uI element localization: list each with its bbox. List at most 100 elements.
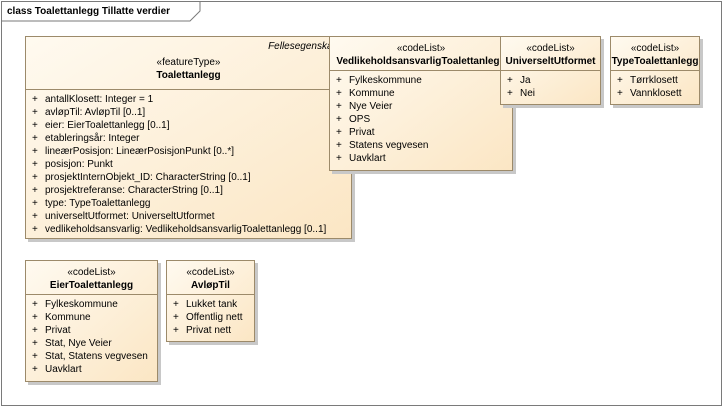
attribute-list: + Fylkeskommune + Kommune + Nye Veier+OPS+Pri… <box>330 71 512 165</box>
attribute-label: Kommune <box>45 312 91 323</box>
visibility-public-icon: + <box>336 140 342 151</box>
attribute-label: prosjektreferanse: CharacterString [0..1… <box>45 185 223 196</box>
visibility-public-icon: + <box>32 120 38 131</box>
visibility-public-icon: + <box>32 211 38 222</box>
attribute-label: Privat <box>45 325 71 336</box>
class-stereotype: «featureType» <box>156 57 221 68</box>
attribute-item: +OPS <box>336 113 512 126</box>
attribute-item: + prosjektreferanse: CharacterString [0..… <box>32 184 351 197</box>
attribute-item: + type: TypeToalettanlegg <box>32 197 351 210</box>
visibility-public-icon: + <box>336 114 342 125</box>
attribute-label: Privat nett <box>186 325 232 336</box>
attribute-label: Vannklosett <box>630 88 682 99</box>
attribute-item: + Nei <box>507 87 600 100</box>
attribute-label: Stat, Statens vegvesen <box>45 351 148 362</box>
visibility-public-icon: + <box>32 107 38 118</box>
attribute-item: + eier: EierToalettanlegg [0..1] <box>32 119 351 132</box>
frame-title: class Toalettanlegg Tillatte verdier <box>7 6 171 17</box>
attribute-item: + Stat, Statens vegvesen <box>32 350 157 363</box>
visibility-public-icon: + <box>32 224 38 235</box>
visibility-public-icon: + <box>32 299 38 310</box>
attribute-item: +prosjektInternObjekt_ID: CharacterStrin… <box>32 171 351 184</box>
attribute-label: antallKlosett: Integer = 1 <box>45 94 154 105</box>
attribute-label: Fylkeskommune <box>45 299 118 310</box>
attribute-item: + Stat, Nye Veier <box>32 337 157 350</box>
visibility-public-icon: + <box>32 133 38 144</box>
attribute-item: + etableringsår: Integer <box>32 132 351 145</box>
attribute-item: +Uavklart <box>32 363 157 376</box>
attribute-label: Stat, Nye Veier <box>45 338 112 349</box>
package-label: Fellesegenskaper <box>268 41 347 52</box>
visibility-public-icon: + <box>32 94 38 105</box>
attribute-item: + Fylkeskommune <box>336 74 512 87</box>
visibility-public-icon: + <box>32 351 38 362</box>
class-type-toalettanlegg[interactable]: «codeList» TypeToalettanlegg +Tørrkloset… <box>610 36 700 105</box>
attribute-list: + Tørrklosett+Vannklosett <box>611 71 699 100</box>
visibility-public-icon: + <box>32 172 38 183</box>
visibility-public-icon: + <box>32 159 38 170</box>
attribute-item: + Fylkeskommune <box>32 298 157 311</box>
class-name: EierToalettanlegg <box>49 280 134 291</box>
attribute-item: + posisjon: Punkt <box>32 158 351 171</box>
visibility-public-icon: + <box>32 198 38 209</box>
attribute-label: Tørrklosett <box>630 75 678 86</box>
visibility-public-icon: + <box>32 185 38 196</box>
attribute-item: + antallKlosett: Integer = 1 <box>32 93 351 106</box>
attribute-label: Kommune <box>349 88 395 99</box>
class-stereotype: «codeList» <box>630 43 680 54</box>
attribute-item: + Kommune <box>336 87 512 100</box>
attribute-label: eier: EierToalettanlegg [0..1] <box>45 120 170 131</box>
visibility-public-icon: + <box>32 312 38 323</box>
attribute-label: Nei <box>520 88 536 99</box>
class-stereotype: «codeList» <box>396 43 446 54</box>
class-universelt-utformet[interactable]: «codeList» UniverseltUtformet +Ja+Nei <box>500 36 601 105</box>
attribute-label: etableringsår: Integer <box>45 133 140 144</box>
class-name: AvløpTil <box>191 280 230 291</box>
attribute-label: Uavklart <box>45 364 82 375</box>
frame-title-tab <box>2 2 201 22</box>
attribute-list: + Ja + Nei <box>501 71 600 100</box>
attribute-item: + Statens vegvesen <box>336 139 512 152</box>
attribute-label: type: TypeToalettanlegg <box>45 198 151 209</box>
attribute-item: + Offentlig nett <box>173 311 254 324</box>
visibility-public-icon: + <box>32 325 38 336</box>
attribute-item: +Privat <box>336 126 512 139</box>
visibility-public-icon: + <box>32 146 38 157</box>
class-name: Toalettanlegg <box>156 70 221 81</box>
attribute-label: Uavklart <box>349 153 386 164</box>
attribute-item: +Privat nett <box>173 324 254 337</box>
class-avlop-til[interactable]: «codeList» AvløpTil + Lukket tank + Offentl… <box>166 260 255 342</box>
attribute-item: + Ja <box>507 74 600 87</box>
attribute-item: + Privat <box>32 324 157 337</box>
attribute-label: Offentlig nett <box>186 312 243 323</box>
visibility-public-icon: + <box>336 88 342 99</box>
attribute-item: + Lukket tank <box>173 298 254 311</box>
visibility-public-icon: + <box>507 75 513 86</box>
visibility-public-icon: + <box>173 299 179 310</box>
attribute-list: + Fylkeskommune + Kommune + Privat + Stat, Nye … <box>26 295 157 376</box>
attribute-list: +antallKlosett: Integer = 1+avløpTil: Av… <box>26 90 351 236</box>
class-stereotype: «codeList» <box>186 267 235 278</box>
attribute-label: Lukket tank <box>186 299 238 310</box>
visibility-public-icon: + <box>507 88 513 99</box>
visibility-public-icon: + <box>336 153 342 164</box>
attribute-item: +Vannklosett <box>617 87 699 100</box>
class-name: VedlikeholdsansvarligToalettanlegg <box>336 56 506 67</box>
attribute-item: +vedlikeholdsansvarlig: Vedlikeholdsansv… <box>32 223 351 236</box>
class-eier-toalettanlegg[interactable]: «codeList» EierToalettanlegg + Fylkeskomm… <box>25 260 158 382</box>
visibility-public-icon: + <box>617 75 623 86</box>
visibility-public-icon: + <box>173 312 179 323</box>
attribute-label: Ja <box>520 75 531 86</box>
class-stereotype: «codeList» <box>67 267 116 278</box>
class-vedlikeholdsansvarlig-toalettanlegg[interactable]: «codeList» VedlikeholdsansvarligToaletta… <box>329 36 513 171</box>
attribute-label: Statens vegvesen <box>349 140 429 151</box>
class-toalettanlegg[interactable]: Fellesegenskaper «featureType» Toalettan… <box>25 36 352 239</box>
attribute-item: + universeltUtformet: UniverseltUtformet <box>32 210 351 223</box>
attribute-label: Fylkeskommune <box>349 75 422 86</box>
attribute-label: Nye Veier <box>349 101 393 112</box>
attribute-label: posisjon: Punkt <box>45 159 113 170</box>
attribute-item: + Tørrklosett <box>617 74 699 87</box>
attribute-label: universeltUtformet: UniverseltUtformet <box>45 211 215 222</box>
class-name: UniverseltUtformet <box>505 56 596 67</box>
visibility-public-icon: + <box>32 338 38 349</box>
